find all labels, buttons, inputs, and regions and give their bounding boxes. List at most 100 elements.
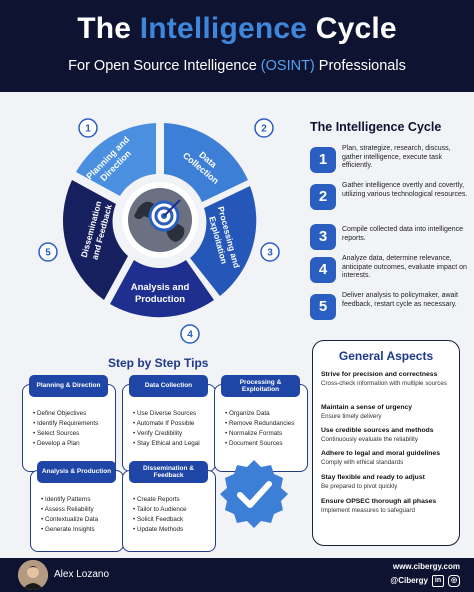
tip-item: Define Objectives — [33, 409, 98, 419]
aspect-desc: Cross-check information with multiple so… — [321, 379, 447, 387]
cycle-step-2: 2 Gather intelligence overtly and covertl… — [310, 182, 470, 222]
svg-text:3: 3 — [267, 248, 273, 259]
step-number-badge: 3 — [310, 224, 336, 250]
verified-check-badge-icon — [220, 460, 288, 528]
tip-card-header: Processing & Exploitation — [221, 375, 300, 397]
tip-card-header: Analysis & Production — [37, 461, 116, 483]
tip-item: Normalize Formats — [225, 429, 294, 439]
tip-item: Update Methods — [133, 525, 187, 535]
tip-item: Remove Redundancies — [225, 419, 294, 429]
avatar — [18, 560, 48, 590]
wheel-segment-processing — [190, 186, 257, 296]
author-name: Alex Lozano — [54, 569, 110, 580]
tip-list: Use Diverse Sources Automate If Possible… — [133, 409, 200, 449]
step-number-badge: 1 — [310, 147, 336, 173]
tip-item: Identify Requirements — [33, 419, 98, 429]
wheel-number-3: 3 — [260, 242, 280, 262]
step-number-badge: 2 — [310, 184, 336, 210]
aspect-desc: Implement measures to safeguard — [321, 506, 415, 514]
general-aspects-panel: General Aspects Strive for precision and… — [312, 340, 460, 546]
tip-item: Solicit Feedback — [133, 515, 187, 525]
tip-card-header: Planning & Direction — [29, 375, 108, 397]
footer: Alex Lozano www.cibergy.com @Cibergy in … — [0, 558, 474, 592]
svg-text:2: 2 — [261, 124, 267, 135]
step-text: Plan, strategize, research, discuss, gat… — [342, 145, 451, 170]
aspect-title: Ensure OPSEC thorough all phases — [321, 498, 437, 505]
aspect-desc: Comply with ethical standards — [321, 458, 404, 466]
wheel-segment-dissemination — [63, 180, 128, 300]
tips-title: Step by Step Tips — [108, 356, 209, 370]
cycle-step-5: 5 Deliver analysis to policymaker, await … — [310, 292, 470, 332]
wheel-segment-analysis — [110, 260, 214, 318]
linkedin-icon[interactable]: in — [432, 575, 444, 587]
wheel-number-2: 2 — [254, 118, 274, 138]
tip-card-collection: Data Collection Use Diverse Sources Auto… — [122, 375, 216, 472]
step-text: Compile collected data into intelligence… — [342, 226, 464, 242]
tip-item: Select Sources — [33, 429, 98, 439]
svg-text:1: 1 — [85, 124, 91, 135]
website-link[interactable]: www.cibergy.com — [392, 562, 460, 571]
tip-item: Develop a Plan — [33, 439, 98, 449]
step-text: Deliver analysis to policymaker, await f… — [342, 292, 458, 308]
aspect-title: Use credible sources and methods — [321, 427, 434, 434]
step-text: Gather intelligence overtly and covertly… — [342, 182, 468, 198]
tip-item: Verify Credibility — [133, 429, 200, 439]
wheel-number-5: 5 — [38, 242, 58, 262]
wheel-number-1: 1 — [78, 118, 98, 138]
tip-list: Organize Data Remove Redundancies Normal… — [225, 409, 294, 449]
instagram-icon[interactable]: ◎ — [448, 575, 460, 587]
tip-card-dissemination: Dissemination & Feedback Create Reports … — [122, 461, 216, 552]
page-title: The Intelligence Cycle — [77, 12, 397, 45]
aspect-desc: Continuously evaluate the reliability — [321, 435, 418, 443]
tip-item: Stay Ethical and Legal — [133, 439, 200, 449]
tip-item: Contextualize Data — [41, 515, 98, 525]
aspect-desc: Ensure timely delivery — [321, 412, 382, 420]
tip-card-header: Dissemination & Feedback — [129, 461, 208, 483]
aspect-title: Maintain a sense of urgency — [321, 404, 413, 411]
tip-card-planning: Planning & Direction Define Objectives I… — [22, 375, 116, 472]
aspect-title: Adhere to legal and moral guidelines — [321, 450, 440, 457]
tip-item: Identify Patterns — [41, 495, 98, 505]
aspect-title: Strive for precision and correctness — [321, 371, 438, 378]
tip-item: Assess Reliability — [41, 505, 98, 515]
page-subtitle: For Open Source Intelligence (OSINT) Pro… — [68, 58, 406, 74]
tip-item: Create Reports — [133, 495, 187, 505]
aspect-title: Stay flexible and ready to adjust — [321, 474, 425, 481]
wheel-number-4: 4 — [180, 324, 200, 344]
step-number-badge: 5 — [310, 294, 336, 320]
tip-list: Create Reports Tailor to Audience Solici… — [133, 495, 187, 535]
tip-item: Tailor to Audience — [133, 505, 187, 515]
intelligence-cycle-wheel: Planning andDirection DataCollection Pro… — [38, 118, 280, 344]
tip-item: Automate If Possible — [133, 419, 200, 429]
tip-item: Generate Insights — [41, 525, 98, 535]
tip-card-processing: Processing & Exploitation Organize Data … — [214, 375, 308, 472]
tip-list: Identify Patterns Assess Reliability Con… — [41, 495, 99, 535]
tip-list: Define Objectives Identify Requirements … — [33, 409, 98, 449]
tip-card-header: Data Collection — [129, 375, 208, 397]
aspect-desc: Be prepared to pivot quickly — [321, 482, 398, 490]
svg-text:5: 5 — [45, 248, 51, 259]
tip-item: Use Diverse Sources — [133, 409, 200, 419]
tip-item: Document Sources — [225, 439, 294, 449]
cycle-step-3: 3 Compile collected data into intelligenc… — [310, 222, 470, 262]
aspects-title: General Aspects — [338, 349, 434, 363]
wheel-segment-planning — [76, 123, 156, 196]
svg-text:4: 4 — [187, 330, 193, 341]
cycle-title: The Intelligence Cycle — [310, 120, 442, 134]
header-banner: The Intelligence Cycle For Open Source I… — [0, 0, 474, 92]
step-number-badge: 4 — [310, 257, 336, 283]
social-handle[interactable]: @Cibergy — [390, 576, 428, 585]
tip-card-analysis: Analysis & Production Identify Patterns … — [30, 461, 124, 552]
tip-item: Organize Data — [225, 409, 294, 419]
wheel-segment-collection — [164, 123, 248, 202]
step-text: Analyze data, determine relevance, antic… — [342, 255, 467, 280]
